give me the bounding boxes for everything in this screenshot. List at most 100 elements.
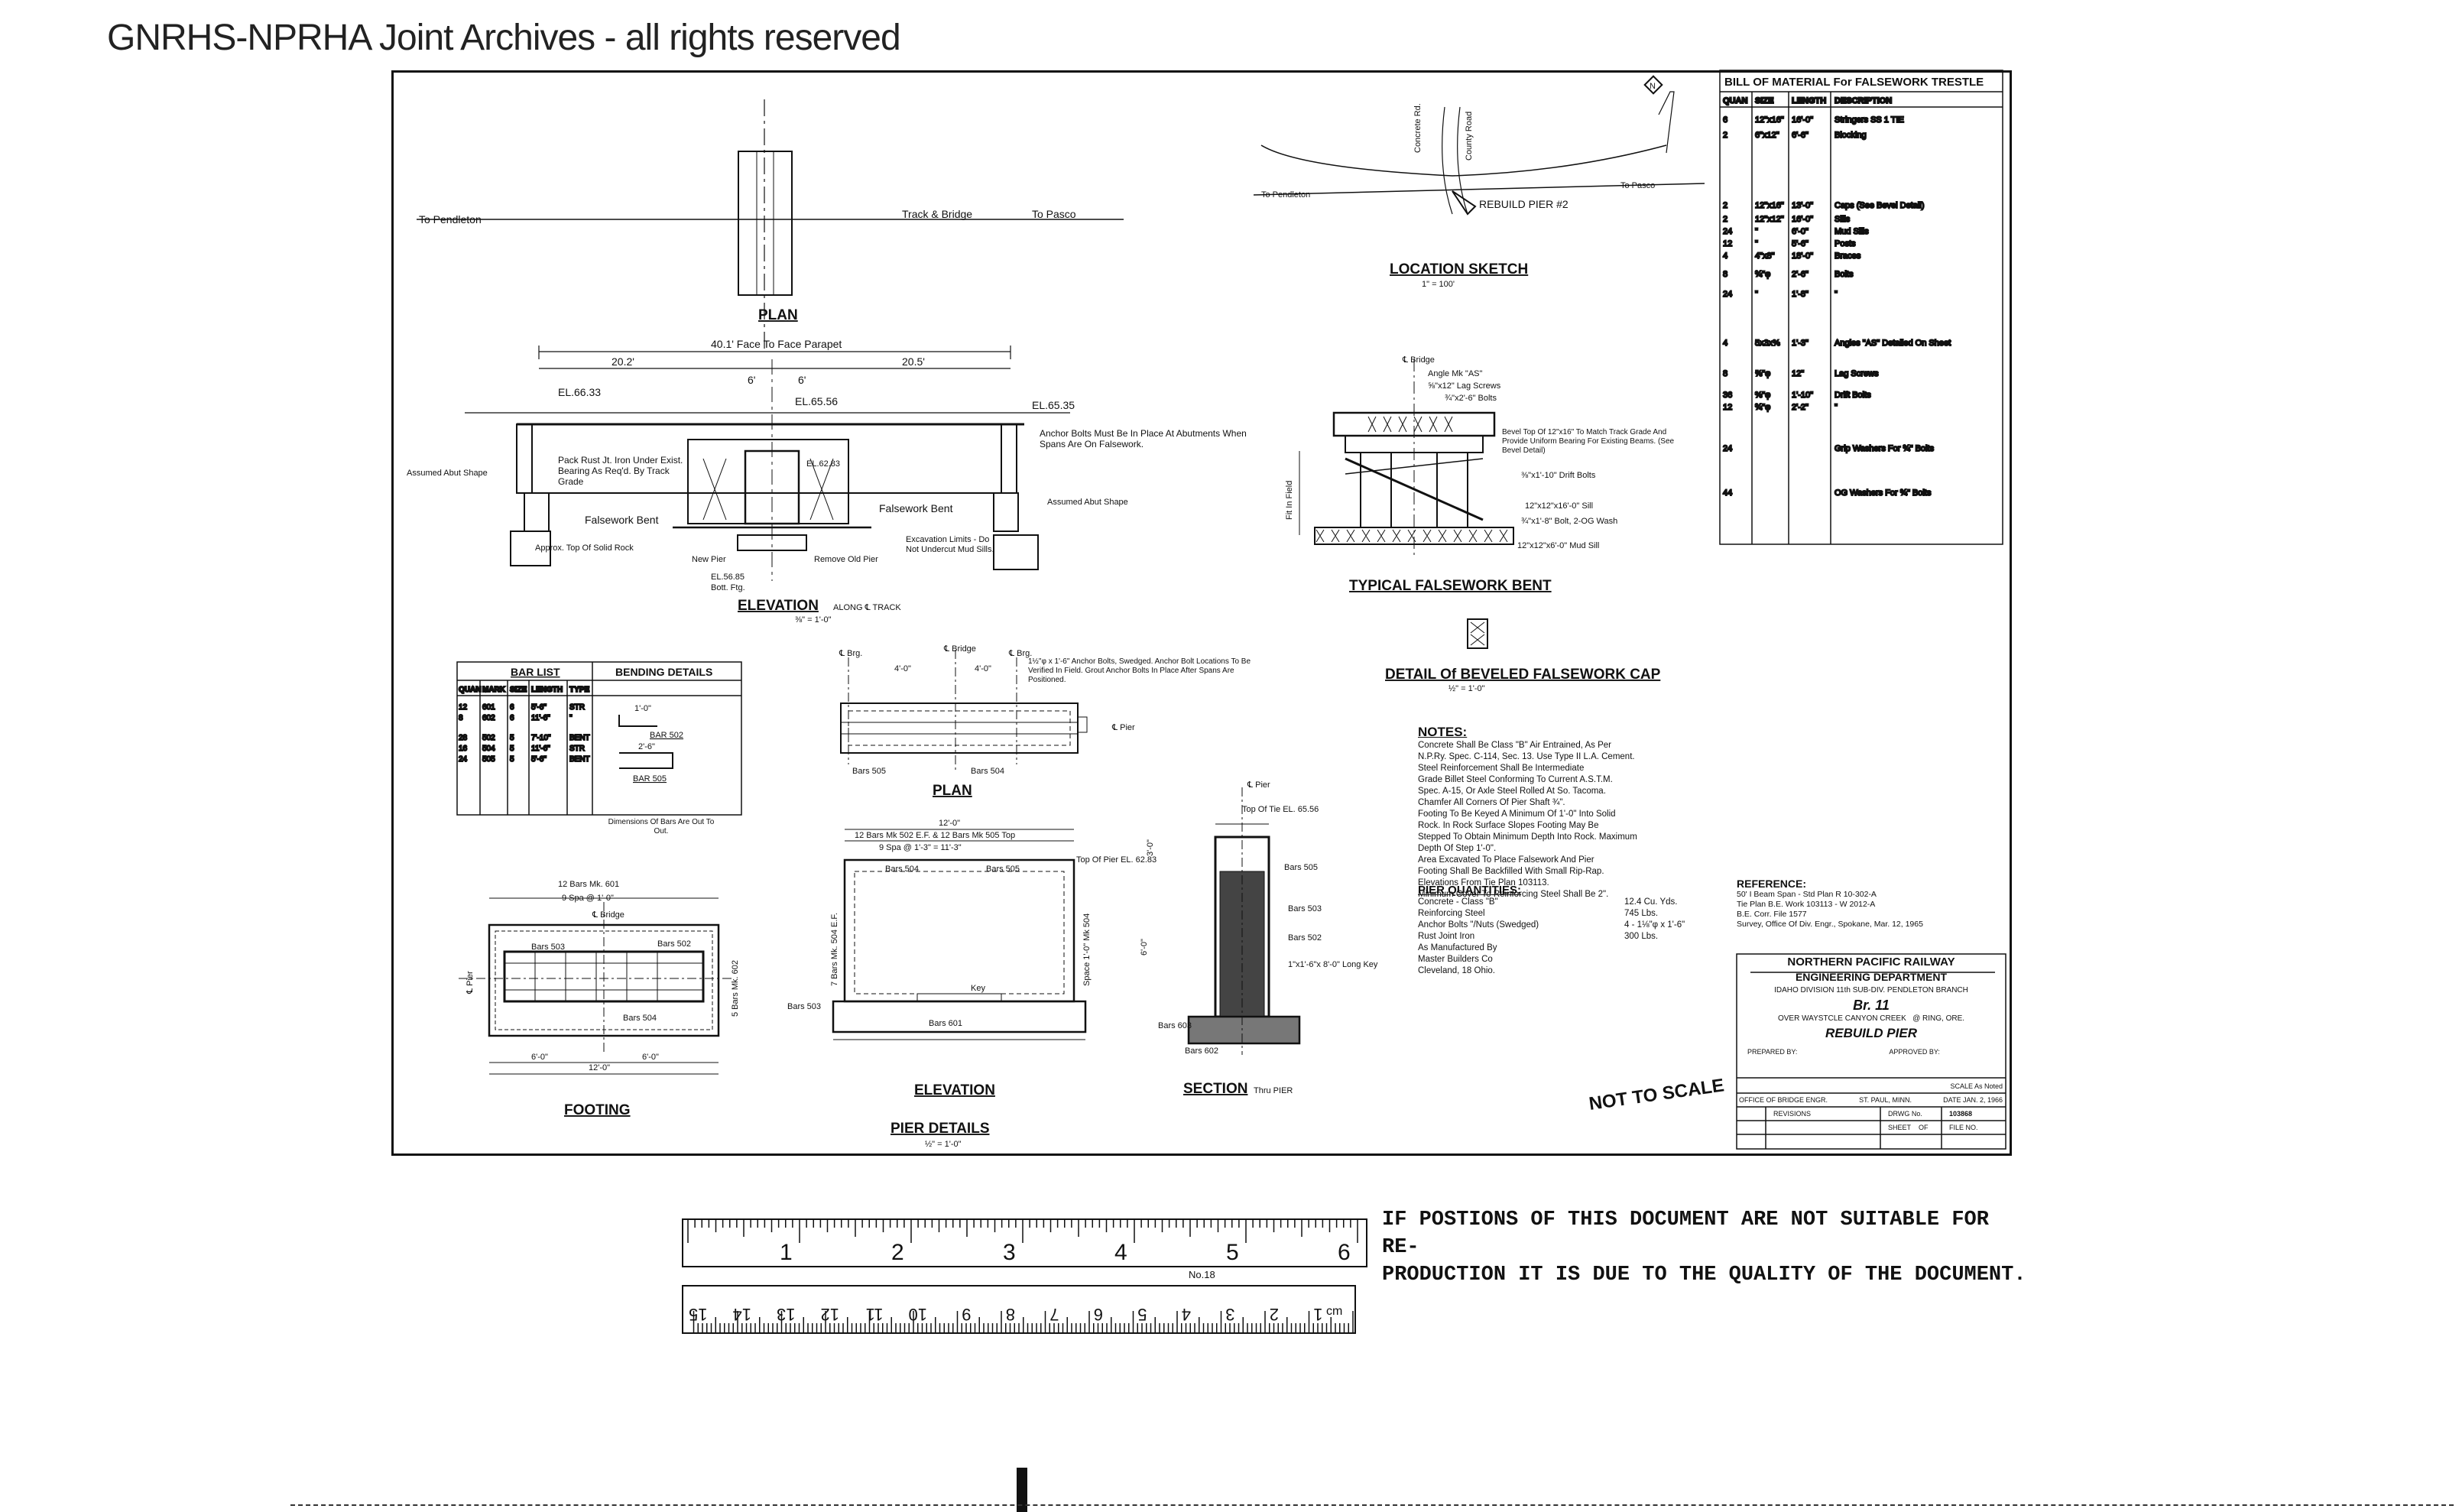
- elevation-scale: ⅜" = 1'-0": [795, 615, 832, 625]
- elevation-el-bottom: EL.56.85: [711, 573, 745, 582]
- quantities-title: PIER QUANTITIES:: [1418, 884, 1522, 897]
- tb-city: ST. PAUL, MINN.: [1859, 1096, 1912, 1104]
- quantity-item: Concrete - Class "B": [1418, 897, 1498, 907]
- bom-cell: Posts: [1835, 239, 1856, 248]
- quantity-item: Reinforcing Steel: [1418, 909, 1485, 918]
- pier-plan-bridge: ℄ Bridge: [943, 644, 976, 654]
- bar-list-cell: 5'-6": [531, 755, 547, 764]
- ruler-inch-label: 5: [1226, 1240, 1239, 1265]
- pier-elev-top-pier: Top Of Pier EL. 62.83: [1076, 855, 1157, 865]
- bar-list-dim2: 2'-6": [638, 742, 655, 751]
- notes-line: Stepped To Obtain Minimum Depth Into Roc…: [1418, 832, 1637, 842]
- falsework-title: TYPICAL FALSEWORK BENT: [1349, 578, 1552, 594]
- falsework-mudsill: 12"x12"x6'-0" Mud Sill: [1517, 541, 1599, 550]
- bom-header-cell: LENGTH: [1792, 96, 1826, 105]
- footing-side: 5 Bars Mk. 602: [731, 960, 740, 1017]
- bar-list-dim1: 1'-0": [634, 704, 651, 713]
- section-key: 1"x1'-6"x 8'-0" Long Key: [1288, 960, 1378, 969]
- bom-cell: 36: [1723, 391, 1732, 400]
- ruler-cm-label: 13: [777, 1305, 795, 1324]
- quality-notice-line1: IF POSTIONS OF THIS DOCUMENT ARE NOT SUI…: [1382, 1209, 1989, 1259]
- bom-cell: 12"x16": [1755, 201, 1784, 210]
- bom-cell: 5x3x⅜: [1755, 339, 1780, 348]
- ruler-cm-label: 9: [962, 1305, 971, 1324]
- ruler-cm-label: 8: [1006, 1305, 1015, 1324]
- falsework-angle: Angle Mk "AS": [1428, 369, 1482, 378]
- ruler-cm-label: 5: [1137, 1305, 1147, 1324]
- bom-cell: Grip Washers For ¾" Bolts: [1835, 444, 1935, 453]
- footing-dim6b: 6'-0": [642, 1053, 659, 1062]
- tb-office: OFFICE OF BRIDGE ENGR.: [1739, 1096, 1828, 1104]
- bom-cell: 2'-6": [1792, 270, 1809, 279]
- pier-elevation-drawing: [832, 829, 1087, 1040]
- bar-list-cell: 504: [482, 745, 495, 753]
- bom-cell: 12: [1723, 403, 1732, 412]
- reference-line: 50' I Beam Span - Std Plan R 10-302-A: [1737, 890, 1877, 899]
- bom-cell: ": [1755, 227, 1758, 236]
- quantity-row: As Manufactured By: [1418, 943, 1716, 954]
- notes-line: Chamfer All Corners Of Pier Shaft ¾".: [1418, 798, 1565, 807]
- ruler-cm-label: 1: [1313, 1305, 1322, 1324]
- bom-cell: 16'-0": [1792, 115, 1813, 125]
- quantities-block: PIER QUANTITIES: Concrete - Class "B" 12.…: [1418, 884, 1716, 977]
- quantity-item: Cleveland, 18 Ohio.: [1418, 966, 1496, 975]
- pier-elev-side2: Space 1'-0" Mk 504: [1082, 913, 1092, 986]
- falsework-bridge: ℄ Bridge: [1402, 355, 1435, 365]
- footing-bars504: Bars 504: [623, 1014, 657, 1023]
- section-dim2: 6'-0": [1140, 939, 1149, 956]
- tb-division: IDAHO DIVISION 11th SUB-DIV. PENDLETON B…: [1774, 986, 1968, 994]
- ruler-model: No.18: [1189, 1269, 1215, 1280]
- elevation-face-to-face: 40.1' Face To Face Parapet: [711, 338, 842, 350]
- section-bars505: Bars 505: [1284, 863, 1318, 872]
- bar-list-cell: STR: [569, 703, 585, 712]
- bom-cell: 24: [1723, 444, 1732, 453]
- plan-to-pendleton: To Pendleton: [419, 213, 482, 226]
- reference-line: Tie Plan B.E. Work 103113 - W 2012-A: [1737, 900, 1876, 909]
- footing-spa: 9 Spa @ 1'-0": [562, 894, 614, 903]
- bom-cell: ⅝"φ: [1755, 369, 1770, 378]
- bom-cell: 44: [1723, 488, 1732, 498]
- reference-line: Survey, Office Of Div. Engr., Spokane, M…: [1737, 920, 1923, 929]
- pier-elev-key: Key: [971, 984, 985, 993]
- bom-cell: Drift Bolts: [1835, 391, 1871, 400]
- elevation-bott-ftg: Bott. Ftg.: [711, 583, 745, 592]
- bar-list-cell: 6: [510, 703, 514, 712]
- bom-header-cell: DESCRIPTION: [1835, 96, 1892, 105]
- ruler-cm-label: 6: [1094, 1305, 1103, 1324]
- plan-track-bridge: Track & Bridge: [902, 208, 972, 220]
- bom-cell: 6'-6": [1792, 131, 1809, 140]
- bom-cell: ": [1755, 239, 1758, 248]
- falsework-lag-screws: ⅝"x12" Lag Screws: [1428, 381, 1501, 391]
- pier-plan-brg-right: ℄ Brg.: [1008, 649, 1032, 658]
- bom-cell: ¾"φ: [1755, 403, 1770, 412]
- bom-cell: 16'-0": [1792, 215, 1813, 224]
- quantity-value: 12.4 Cu. Yds.: [1624, 897, 1678, 907]
- bar-list-cell: 7'-10": [531, 734, 551, 742]
- bom-cell: 1'-3": [1792, 339, 1809, 348]
- tb-subject: REBUILD PIER: [1825, 1026, 1917, 1040]
- location-sketch: [1253, 75, 1705, 216]
- bom-cell: ⅜"φ: [1755, 391, 1770, 400]
- bom-cell: 4"x8": [1755, 251, 1775, 261]
- elevation-dim-6a: 6': [748, 374, 755, 386]
- quantity-value: 4 - 1⅛"φ x 1'-6": [1624, 920, 1685, 930]
- bar-list-header-cell: TYPE: [569, 686, 589, 694]
- section-bars502: Bars 502: [1288, 933, 1322, 943]
- bom-cell: Mud Sills: [1835, 227, 1869, 236]
- bar-list-cell: 8: [459, 714, 463, 722]
- elevation-falsework-bent-left: Falsework Bent: [585, 514, 659, 526]
- bom-cell: OG Washers For ¾" Bolts: [1835, 488, 1932, 498]
- ruler-cm-label: 12: [821, 1305, 839, 1324]
- notes-line: Rock. In Rock Surface Slopes Footing May…: [1418, 821, 1599, 830]
- pier-plan-bars504: Bars 504: [971, 767, 1004, 776]
- quantity-row: Concrete - Class "B" 12.4 Cu. Yds.: [1418, 897, 1716, 908]
- pier-details-scale: ½" = 1'-0": [925, 1140, 962, 1149]
- tb-file: FILE NO.: [1949, 1124, 1978, 1131]
- pier-elev-title: ELEVATION: [914, 1082, 995, 1098]
- notes-line: Minimum Cover To Reinforcing Steel Shall…: [1418, 890, 1609, 899]
- notes-line: Depth Of Step 1'-0".: [1418, 844, 1497, 853]
- pier-elev-bars505: Bars 505: [986, 865, 1020, 874]
- bom-cell: 2: [1723, 131, 1727, 140]
- bar-list-header-cell: MARK: [482, 686, 506, 694]
